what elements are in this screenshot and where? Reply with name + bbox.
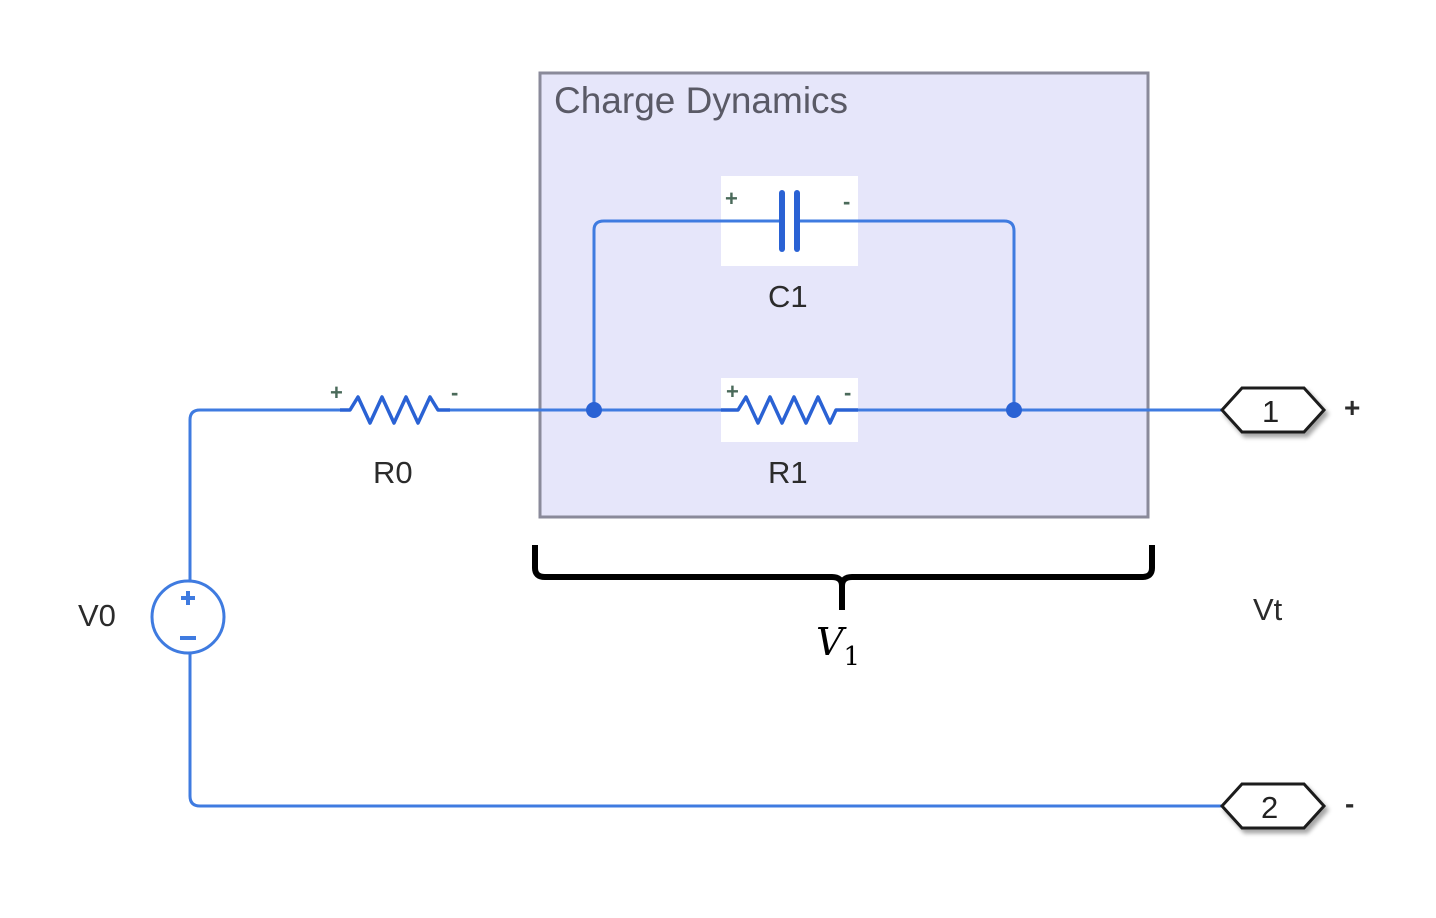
v0-label: V0 (78, 598, 116, 633)
r0-label: R0 (373, 455, 413, 490)
junction-node-left (586, 402, 602, 418)
vt-label: Vt (1253, 592, 1283, 627)
c1-label: C1 (768, 279, 808, 314)
junction-node-right (1006, 402, 1022, 418)
r0-plus: + (330, 380, 343, 405)
wire-c1-right (800, 219, 1016, 410)
v1-sub: 1 (843, 642, 860, 672)
wires (188, 219, 1222, 808)
c1-plus: + (725, 186, 738, 211)
subsystem-title: Charge Dynamics (554, 80, 849, 121)
resistor-r1[interactable] (721, 395, 858, 425)
v1-brace (532, 545, 1155, 610)
r1-plus: + (726, 379, 739, 404)
port-1-sign: + (1344, 392, 1361, 423)
v1-label: V1 (816, 620, 860, 672)
r1-minus: - (844, 380, 852, 405)
port-2[interactable] (1219, 782, 1327, 830)
port-1-number: 1 (1262, 394, 1280, 429)
wire-bottom (188, 652, 1222, 808)
wire-c1-left (592, 219, 778, 410)
resistor-r0[interactable] (340, 395, 450, 425)
capacitor-c1[interactable] (721, 190, 858, 252)
r0-minus: - (451, 380, 459, 405)
voltage-source-v0[interactable] (150, 579, 226, 655)
c1-minus: - (843, 189, 851, 214)
wire-top-left (188, 408, 340, 582)
port-2-number: 2 (1261, 790, 1279, 825)
port-2-sign: - (1345, 788, 1355, 819)
v1-main: V (816, 620, 844, 664)
port-1[interactable] (1219, 386, 1327, 434)
charge-dynamics-area[interactable] (538, 71, 1150, 519)
r1-label: R1 (768, 455, 808, 490)
